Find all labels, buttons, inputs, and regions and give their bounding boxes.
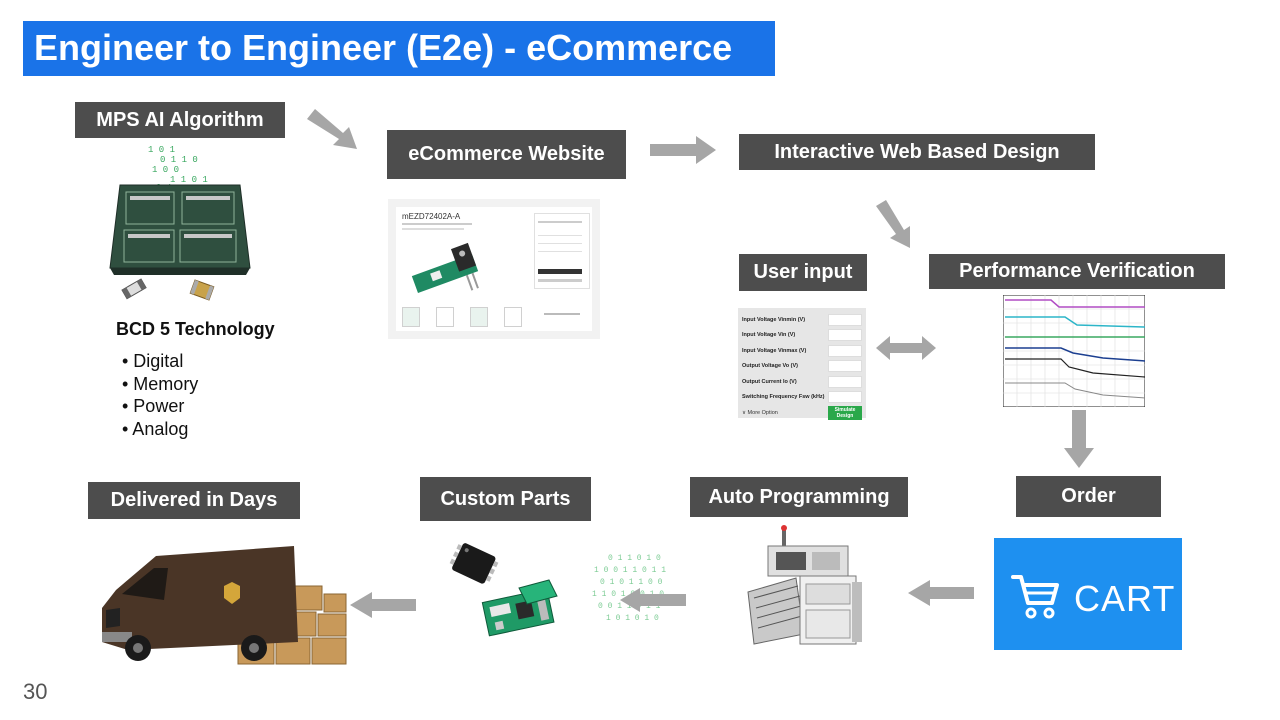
form-row: Output Voltage Vo (V): [742, 359, 862, 375]
user-input-form: Input Voltage Vinmin (V) Input Voltage V…: [738, 308, 866, 420]
svg-text:1 1 0 1: 1 1 0 1: [170, 175, 208, 185]
binary-data-cloud: 0 1 1 0 1 0 1 0 0 1 1 0 1 1 0 1 0 1 1 0 …: [592, 554, 666, 623]
vinmax-input[interactable]: [828, 344, 862, 357]
label-ecommerce-website: eCommerce Website: [387, 130, 626, 179]
vinmin-input[interactable]: [828, 313, 862, 326]
svg-text:1 0 1 0 1 0: 1 0 1 0 1 0: [606, 614, 659, 623]
simulate-label: Simulate: [834, 407, 856, 413]
label-custom-parts: Custom Parts: [420, 477, 591, 521]
arrow-ecommerce-to-interactive: [650, 136, 716, 164]
bcd-item-memory: • Memory: [122, 374, 199, 394]
cart-button[interactable]: CART: [994, 538, 1182, 650]
design-label: Design: [836, 413, 854, 419]
page-number: 30: [23, 679, 48, 704]
field-label: Input Voltage Vin (V): [742, 332, 796, 339]
field-label: Input Voltage Vinmin (V): [742, 316, 806, 323]
arrow-mps-to-ecommerce: [307, 109, 357, 149]
vo-input[interactable]: [828, 360, 862, 373]
svg-text:0 0 1 1 0 1 1: 0 0 1 1 0 1 1: [598, 602, 661, 611]
website-part-number: mEZD72402A-A: [402, 212, 461, 221]
field-label: Input Voltage Vinmax (V): [742, 347, 807, 354]
svg-text:1 0 0 1 1 0 1 1: 1 0 0 1 1 0 1 1: [594, 566, 666, 575]
module-product-icon: [411, 242, 479, 293]
label-interactive-web-design: Interactive Web Based Design: [739, 134, 1095, 170]
label-auto-programming: Auto Programming: [690, 477, 908, 517]
waveform-plot: [1003, 295, 1145, 407]
form-row: Switching Frequency Fsw (kHz): [742, 390, 862, 406]
field-label: Output Voltage Vo (V): [742, 363, 799, 370]
label-mps-ai-algorithm: MPS AI Algorithm: [75, 102, 285, 138]
form-row: Input Voltage Vinmax (V): [742, 343, 862, 359]
bcd-item-digital: • Digital: [122, 351, 184, 371]
arrow-interactive-to-performance: [876, 200, 910, 248]
io-input[interactable]: [828, 375, 862, 388]
arrow-performance-to-order: [1064, 410, 1094, 468]
programming-machine: [747, 525, 862, 645]
svg-text:0 1 1 0 1 0: 0 1 1 0 1 0: [608, 554, 661, 563]
form-row: Output Current Io (V): [742, 374, 862, 390]
label-user-input: User input: [739, 254, 867, 291]
svg-text:1 1 0 1 0 0 1 0: 1 1 0 1 0 0 1 0: [592, 590, 664, 599]
bcd-item-power: • Power: [122, 396, 185, 416]
svg-text:1 0 0: 1 0 0: [152, 165, 179, 175]
field-label: Output Current Io (V): [742, 378, 797, 385]
arrow-programming-to-custom: [620, 588, 686, 612]
page-title: Engineer to Engineer (E2e) - eCommerce: [34, 27, 733, 68]
field-label: Switching Frequency Fsw (kHz): [742, 394, 825, 401]
title-bar: [23, 21, 775, 76]
simulate-design-button[interactable]: Simulate Design: [828, 406, 862, 420]
custom-parts-illustration: [449, 543, 558, 637]
form-row: Input Voltage Vinmin (V): [742, 312, 862, 328]
cart-icon: [1011, 575, 1059, 619]
vin-input[interactable]: [828, 329, 862, 342]
cart-text: CART: [1074, 578, 1176, 619]
svg-text:0 1 1 0: 0 1 1 0: [160, 155, 198, 165]
chip-illustration: 1 0 10 1 1 01 0 01 1 0 10 1: [109, 145, 251, 301]
bcd-heading: BCD 5 Technology: [116, 319, 275, 339]
svg-text:0 1 0 1 1 0 0: 0 1 0 1 1 0 0: [600, 578, 663, 587]
bcd-item-analog: • Analog: [122, 419, 189, 439]
more-option-link[interactable]: ∨ More Option: [742, 410, 778, 416]
label-performance-verification: Performance Verification: [929, 254, 1225, 289]
svg-text:1 0 1: 1 0 1: [148, 145, 175, 155]
form-row: Input Voltage Vin (V): [742, 328, 862, 344]
label-order: Order: [1016, 476, 1161, 517]
arrow-custom-to-delivered: [350, 592, 416, 618]
delivery-truck-illustration: [102, 546, 347, 665]
label-delivered-in-days: Delivered in Days: [88, 482, 300, 519]
arrow-cart-to-programming: [908, 580, 974, 606]
arrow-user-input-performance: [876, 336, 936, 360]
fsw-input[interactable]: [828, 391, 862, 404]
website-screenshot: mEZD72402A-A: [388, 199, 600, 339]
